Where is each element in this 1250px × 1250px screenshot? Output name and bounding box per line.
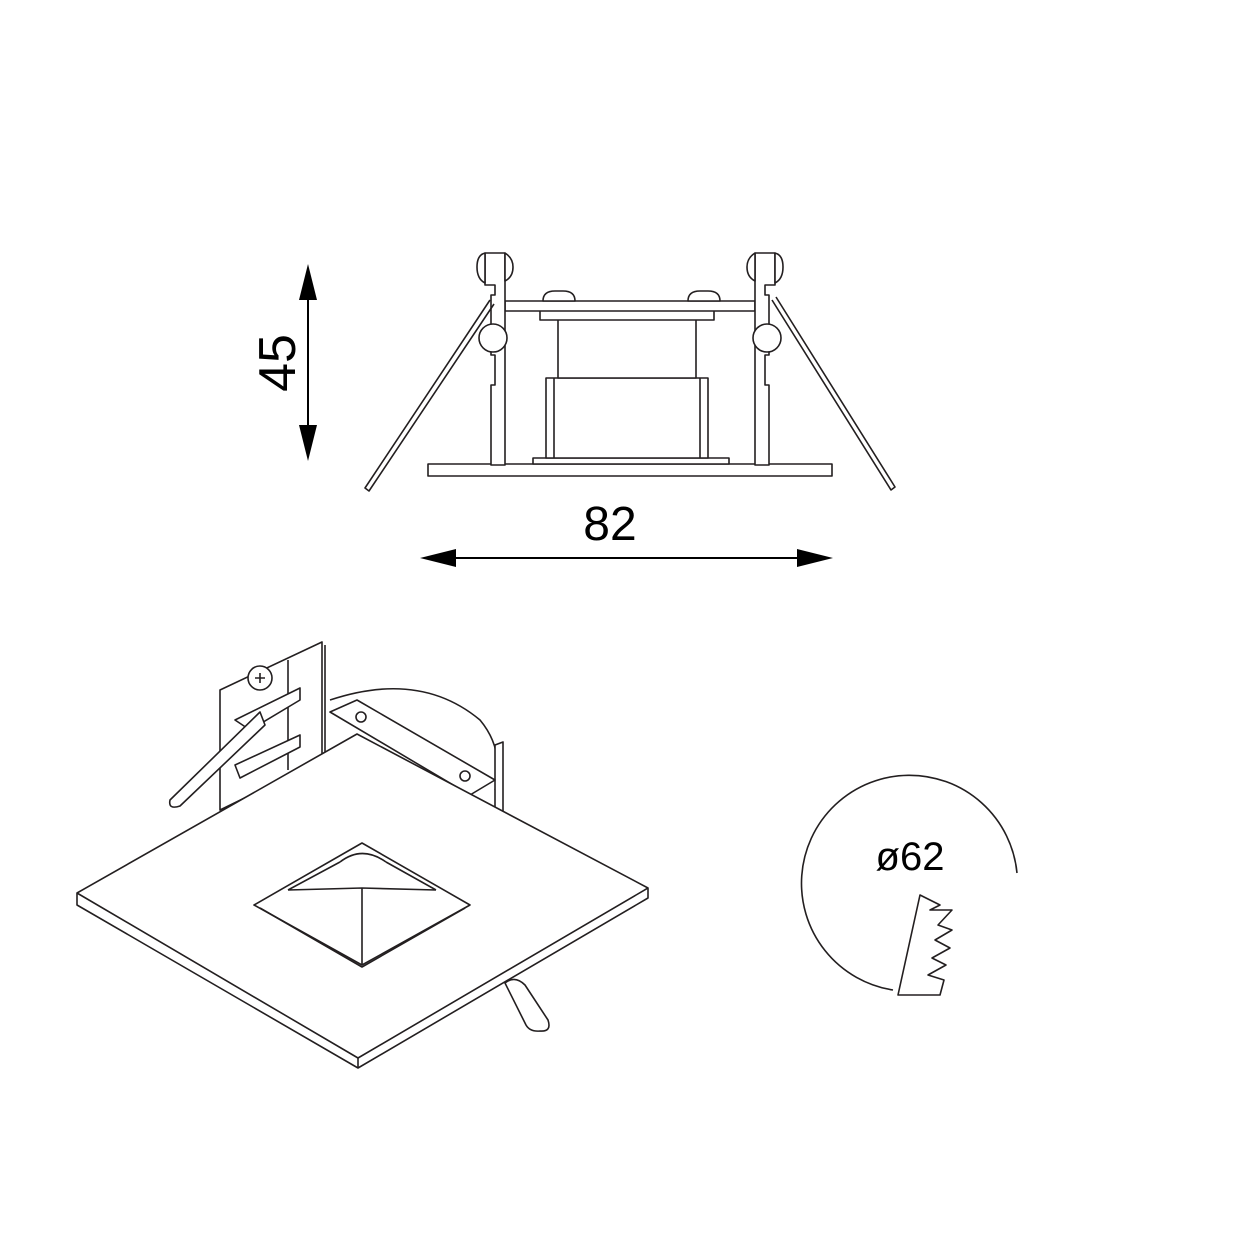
- height-dimension: 45: [249, 264, 317, 461]
- isometric-view: [76, 641, 649, 1069]
- side-view: [364, 252, 896, 492]
- diameter-label: ø62: [876, 835, 945, 879]
- width-label: 82: [583, 498, 636, 551]
- cutout-diagram: ø62: [800, 774, 1018, 996]
- height-label: 45: [249, 334, 307, 392]
- width-dimension: 82: [420, 498, 833, 567]
